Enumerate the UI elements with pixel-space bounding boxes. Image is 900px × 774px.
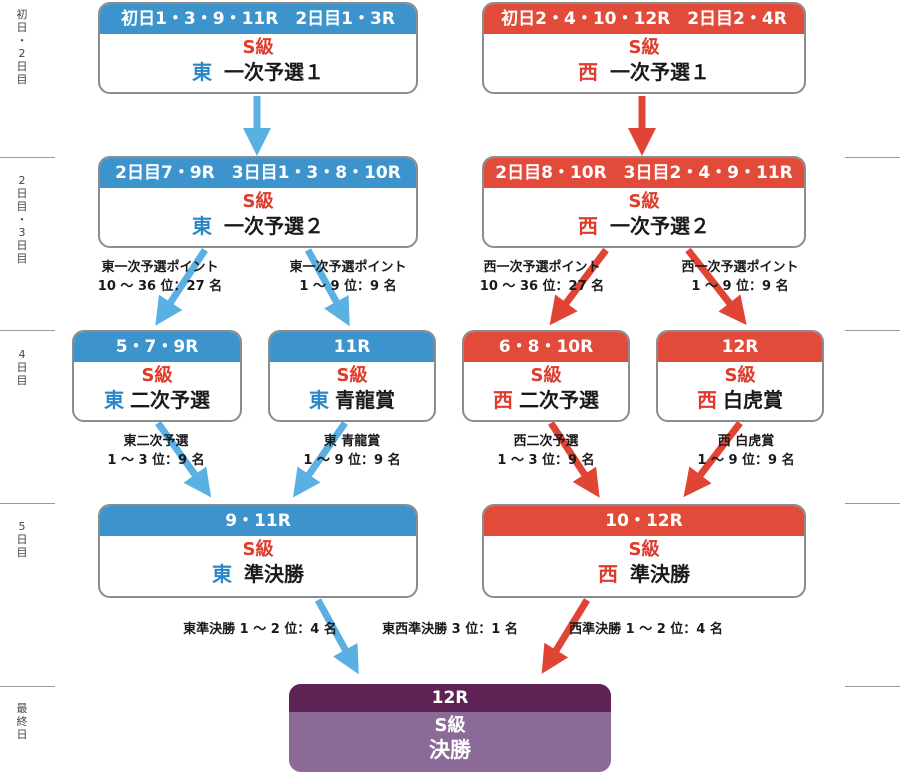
advance-label: 東西準決勝 3 位：1 名 [382, 622, 518, 637]
race-name: 決勝 [429, 738, 471, 762]
grade-label: S級 [628, 37, 660, 58]
race-name: 白虎賞 [723, 388, 783, 412]
advance-label: 西準決勝 1 〜 2 位：4 名 [569, 622, 723, 637]
race-title: 東青龍賞 [270, 387, 434, 413]
west-byakko-sho: 12R S級 西白虎賞 [656, 330, 824, 422]
arrow-east2-to-seiryu [304, 248, 350, 327]
race-name: 準決勝 [244, 562, 304, 586]
west-second-qualifier: 6・8・10R S級 西二次予選 [462, 330, 630, 422]
east-first-qualifier-1: 初日1・3・9・11R 2日目1・3R S級 東一次予選１ [98, 2, 418, 94]
east-seiryu-sho: 11R S級 東青龍賞 [268, 330, 436, 422]
side-mark: 東 [192, 60, 212, 84]
side-mark: 西 [578, 60, 598, 84]
arrow-niji-to-east-semi [155, 420, 212, 498]
day-divider [0, 503, 55, 504]
race-name: 二次予選 [130, 388, 210, 412]
grade-label: S級 [530, 365, 562, 386]
race-header: 初日2・4・10・12R 2日目2・4R [484, 4, 804, 34]
race-name: 一次予選１ [610, 60, 710, 84]
side-mark: 東 [212, 562, 232, 586]
race-header: 12R [289, 684, 611, 712]
day-divider [845, 330, 900, 331]
race-title: 東準決勝 [100, 561, 416, 587]
race-header: 10・12R [484, 506, 804, 536]
west-first-qualifier-2: 2日目8・10R 3日目2・4・9・11R S級 西一次予選２ [482, 156, 806, 248]
day-divider [0, 330, 55, 331]
arrow-niji-to-west-semi [548, 421, 600, 498]
race-title: 西白虎賞 [658, 387, 822, 413]
side-mark: 東 [104, 388, 124, 412]
race-header: 5・7・9R [74, 332, 240, 362]
race-title: 東一次予選１ [100, 59, 416, 85]
race-title: 西二次予選 [464, 387, 628, 413]
race-name: 一次予選２ [610, 214, 710, 238]
race-name: 一次予選２ [224, 214, 324, 238]
day-divider [0, 157, 55, 158]
side-mark: 東 [192, 214, 212, 238]
east-semifinal: 9・11R S級 東準決勝 [98, 504, 418, 598]
arrow-east2-to-niji [155, 248, 208, 326]
day-divider [0, 686, 55, 687]
side-mark: 西 [598, 562, 618, 586]
race-title: 西一次予選２ [484, 213, 804, 239]
race-header: 11R [270, 332, 434, 362]
arrow-west2-to-niji [549, 247, 609, 326]
grade-label: S級 [336, 365, 368, 386]
race-name: 二次予選 [519, 388, 599, 412]
day-label-final-day: 最終日 [16, 702, 28, 741]
advance-label: 東準決勝 1 〜 2 位：4 名 [183, 622, 337, 637]
race-header: 2日目7・9R 3日目1・3・8・10R [100, 158, 416, 188]
race-header: 6・8・10R [464, 332, 628, 362]
arrow-seiryu-to-east-semi [292, 420, 348, 498]
grade-label: S級 [628, 539, 660, 560]
final-race: 12R S級 決勝 [289, 684, 611, 772]
day-divider [845, 503, 900, 504]
race-name: 一次予選１ [224, 60, 324, 84]
race-name: 青龍賞 [335, 388, 395, 412]
east-second-qualifier: 5・7・9R S級 東二次予選 [72, 330, 242, 422]
west-semifinal: 10・12R S級 西準決勝 [482, 504, 806, 598]
grade-label: S級 [242, 37, 274, 58]
race-name: 準決勝 [630, 562, 690, 586]
race-header: 9・11R [100, 506, 416, 536]
arrow-east-semi-to-final [314, 598, 359, 675]
grade-label: S級 [141, 365, 173, 386]
grade-label: S級 [242, 191, 274, 212]
race-title: 西準決勝 [484, 561, 804, 587]
race-header: 12R [658, 332, 822, 362]
race-title: 東一次予選２ [100, 213, 416, 239]
day-divider [845, 686, 900, 687]
grade-label: S級 [242, 539, 274, 560]
day-divider [845, 157, 900, 158]
side-mark: 東 [309, 388, 329, 412]
grade-label: S級 [724, 365, 756, 386]
arrow-west2-to-byakko [685, 247, 747, 326]
race-title: 西一次予選１ [484, 59, 804, 85]
grade-label: S級 [628, 191, 660, 212]
east-first-qualifier-2: 2日目7・9R 3日目1・3・8・10R S級 東一次予選２ [98, 156, 418, 248]
race-header: 初日1・3・9・11R 2日目1・3R [100, 4, 416, 34]
arrow-west-semi-to-final [541, 598, 590, 674]
grade-label: S級 [434, 715, 466, 736]
arrow-byakko-to-west-semi [683, 420, 743, 498]
side-mark: 西 [578, 214, 598, 238]
west-first-qualifier-1: 初日2・4・10・12R 2日目2・4R S級 西一次予選１ [482, 2, 806, 94]
race-title: 東二次予選 [74, 387, 240, 413]
race-header: 2日目8・10R 3日目2・4・9・11R [484, 158, 804, 188]
side-mark: 西 [697, 388, 717, 412]
side-mark: 西 [493, 388, 513, 412]
